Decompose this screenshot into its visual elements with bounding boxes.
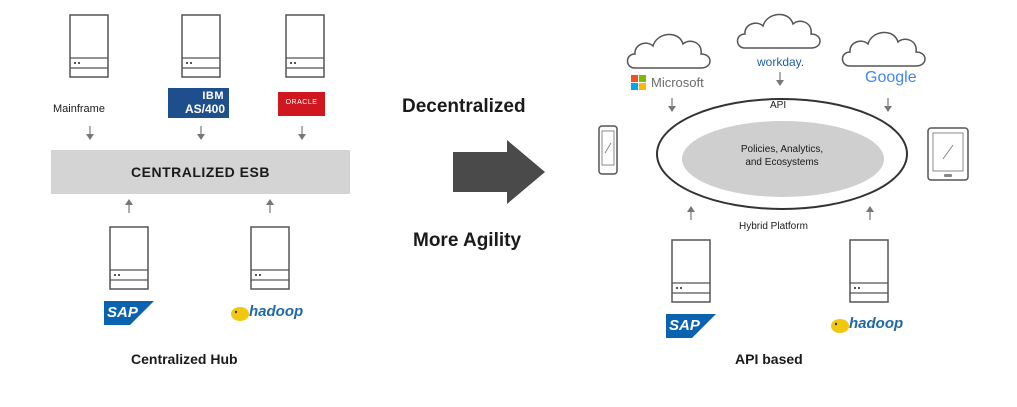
- cloud-icon: [841, 31, 926, 67]
- server-icon: [69, 14, 109, 78]
- arrow-up-icon: [266, 199, 274, 213]
- arrow-down-icon: [197, 126, 205, 140]
- arrow-down-icon: [668, 98, 676, 112]
- hybrid-platform-label: Hybrid Platform: [739, 221, 808, 232]
- centralized-hub-caption: Centralized Hub: [131, 351, 238, 367]
- api-based-caption: API based: [735, 351, 803, 367]
- arrow-up-icon: [125, 199, 133, 213]
- api-label: API: [770, 100, 787, 111]
- google-logo: Google: [865, 69, 917, 86]
- oracle-logo: ORACLE: [278, 92, 325, 116]
- api-ellipse: [656, 98, 908, 210]
- microsoft-logo: Microsoft: [631, 74, 711, 92]
- server-icon: [849, 239, 889, 303]
- arrow-down-icon: [298, 126, 306, 140]
- sap-logo: SAP: [104, 301, 154, 325]
- hadoop-logo: hadoop: [230, 302, 312, 324]
- arrow-down-icon: [776, 72, 784, 86]
- arrow-down-icon: [884, 98, 892, 112]
- core-services-label: Policies, Analytics, and Ecosystems: [740, 144, 824, 168]
- centralized-esb-bar: CENTRALIZED ESB: [51, 150, 350, 194]
- transition-arrow-icon: [453, 140, 545, 204]
- hadoop-logo: hadoop: [830, 314, 912, 336]
- cloud-icon: [736, 13, 821, 49]
- sap-logo: SAP: [666, 314, 716, 338]
- server-icon: [109, 226, 149, 290]
- microsoft-windows-icon: [631, 75, 646, 90]
- cloud-icon: [626, 33, 711, 69]
- decentralized-label: Decentralized: [402, 96, 526, 117]
- server-icon: [285, 14, 325, 78]
- arrow-up-icon: [866, 206, 874, 220]
- more-agility-label: More Agility: [413, 230, 522, 251]
- phone-icon: [598, 125, 618, 175]
- server-icon: [181, 14, 221, 78]
- ibm-as400-logo: IBM AS/400: [168, 88, 229, 118]
- arrow-down-icon: [86, 126, 94, 140]
- workday-logo: workday.: [757, 55, 805, 69]
- mainframe-label: Mainframe: [53, 103, 105, 115]
- server-icon: [671, 239, 711, 303]
- arrow-up-icon: [687, 206, 695, 220]
- esb-label: CENTRALIZED ESB: [131, 164, 270, 180]
- tablet-icon: [927, 127, 969, 181]
- server-icon: [250, 226, 290, 290]
